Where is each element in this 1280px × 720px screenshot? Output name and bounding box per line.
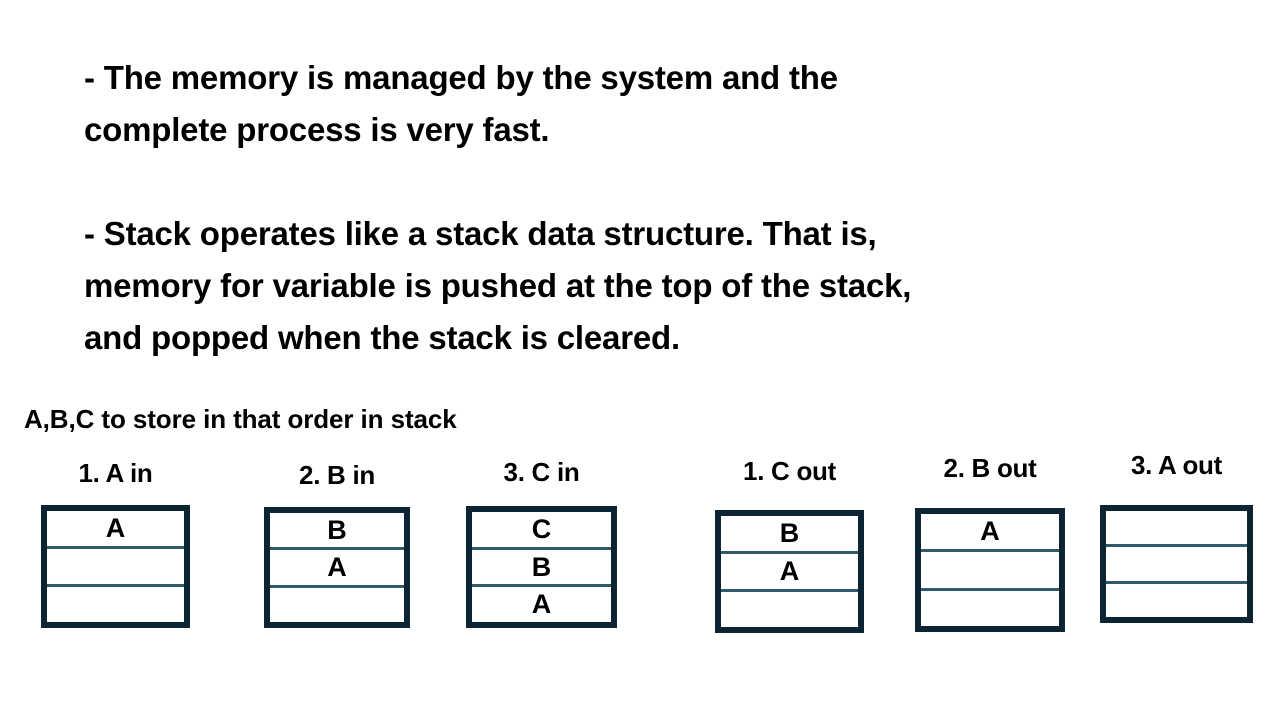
stack-label-3: 3. C in [503,457,580,487]
stack-label-2: 2. B in [299,460,375,490]
stack-label-4: 1. C out [743,456,836,486]
stack-cell [1106,584,1247,617]
stack-cell: A [531,589,552,620]
stack-box-5: A [915,508,1065,632]
stack-box-1: A [41,505,190,628]
stack-box-4: B A [715,510,864,633]
stack-cell: B [721,516,858,554]
stack-cell: B [270,513,404,551]
stack-caption: A,B,C to store in that order in stack [24,404,457,434]
stack-cell [1106,511,1247,548]
stack-label-6: 3. A out [1131,450,1222,480]
stack-cell: A [921,514,1059,553]
stack-label-1: 1. A in [78,458,153,488]
paragraph-stack-operates: - Stack operates like a stack data struc… [84,215,912,356]
stack-cell [921,591,1059,626]
paragraph-memory-managed: - The memory is managed by the system an… [84,59,838,148]
stack-box-3: C B A [466,506,617,628]
stack-cell [921,552,1059,591]
stack-box-2: B A [264,507,410,628]
stack-cell: A [721,554,858,592]
stack-cell: C [472,512,611,550]
stack-cell [721,592,858,627]
stack-cell [270,588,404,622]
stack-cell: A [270,550,404,588]
stack-cell: B [472,550,611,588]
stack-cell [47,587,184,622]
stack-cell [47,549,184,587]
stack-label-5: 2. B out [943,453,1037,483]
stack-cell: A [47,511,184,549]
stack-cell [1106,547,1247,584]
stack-box-6 [1100,505,1253,623]
